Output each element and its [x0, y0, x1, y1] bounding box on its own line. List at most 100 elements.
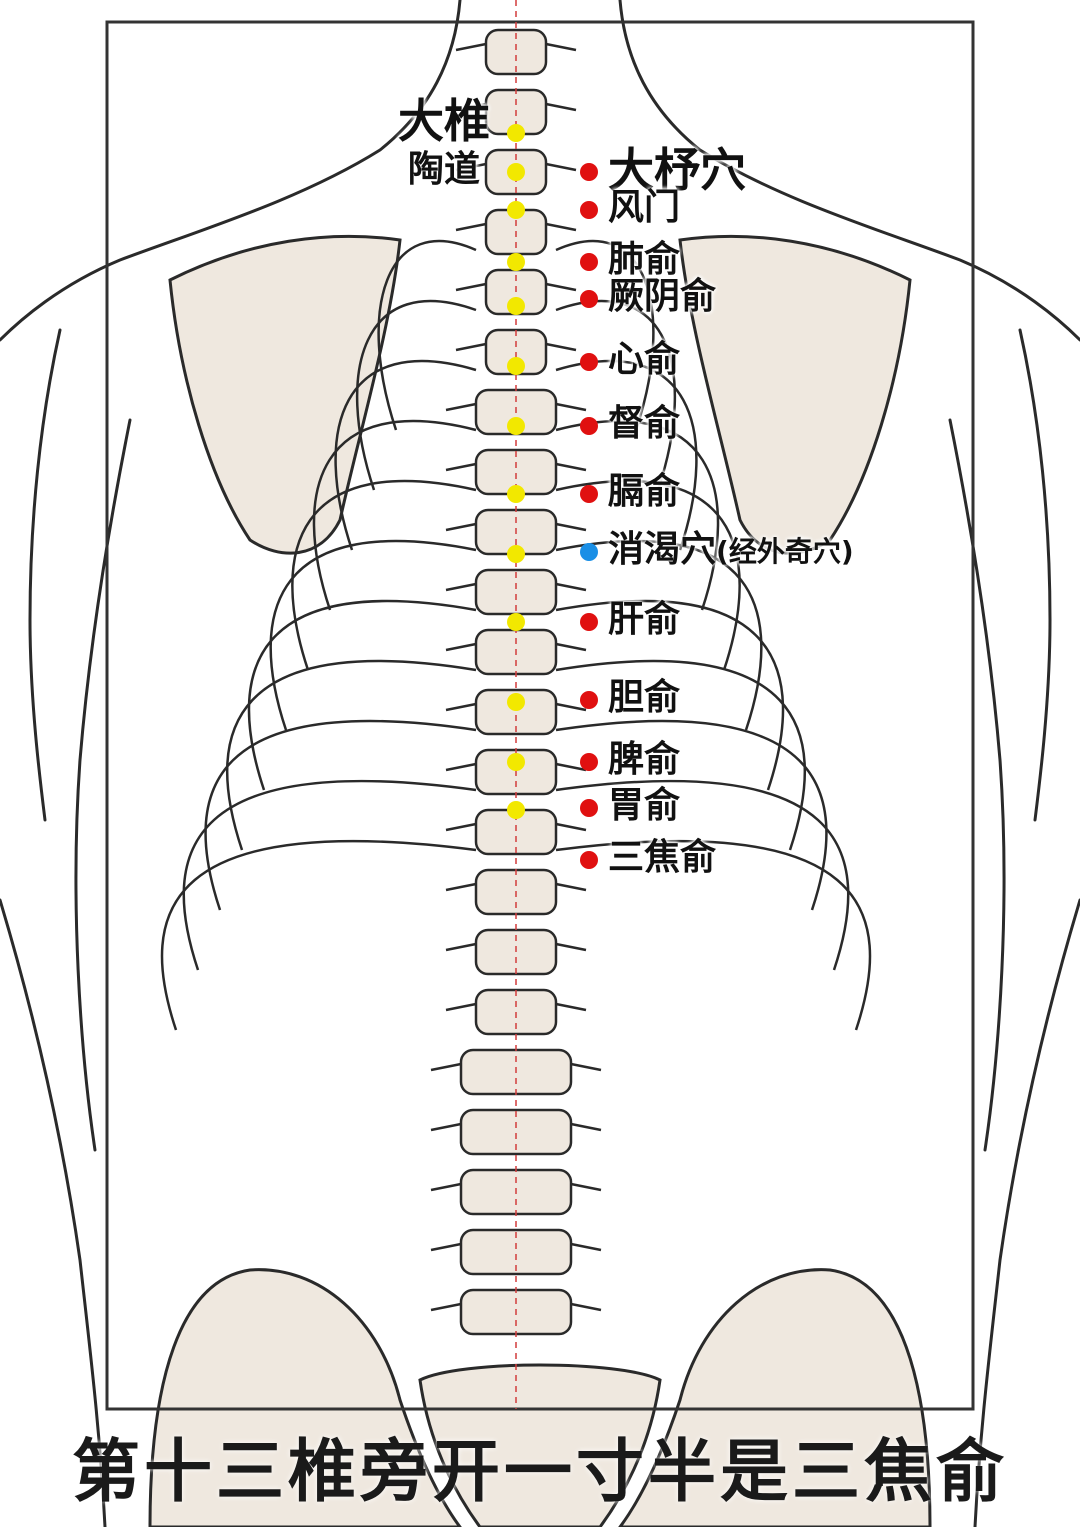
frame-border — [105, 20, 975, 1411]
rib-line — [555, 359, 698, 551]
side-point-label: 厥阴俞 — [608, 279, 716, 315]
bladder-point — [580, 753, 598, 771]
midline-point-label: 陶道 — [408, 149, 481, 190]
transverse-process — [430, 1122, 602, 1132]
midline-points — [507, 124, 525, 819]
scapula-shapes — [168, 234, 912, 555]
rib-line — [555, 659, 806, 851]
transverse-process — [430, 1182, 602, 1192]
bladder-point — [580, 613, 598, 631]
transverse-process — [455, 222, 577, 232]
transverse-process — [445, 522, 587, 532]
rib-line — [312, 419, 477, 611]
rib-line — [269, 539, 477, 731]
vertebra — [459, 1228, 573, 1276]
bladder-point — [580, 417, 598, 435]
side-point-label: 风门 — [608, 190, 680, 226]
rib-line — [555, 779, 850, 971]
transverse-process — [455, 282, 577, 292]
transverse-process — [430, 1302, 602, 1312]
side-point-name: 肺俞 — [608, 239, 681, 280]
bladder-point — [580, 799, 598, 817]
side-point-name: 督俞 — [608, 403, 681, 444]
transverse-process — [445, 822, 587, 832]
side-point-label: 胃俞 — [608, 788, 680, 824]
midline-point — [507, 297, 525, 315]
transverse-process — [445, 942, 587, 952]
rib-line — [182, 779, 477, 971]
side-point-label: 督俞 — [608, 406, 680, 442]
rib-line — [291, 479, 477, 671]
bladder-point — [580, 485, 598, 503]
transverse-process — [455, 342, 577, 352]
pelvis — [148, 1268, 932, 1527]
side-point-label: 三焦俞 — [608, 840, 716, 876]
midline-point-label: 大椎 — [398, 94, 490, 148]
transverse-process — [445, 882, 587, 892]
side-point-name: 脾俞 — [608, 739, 681, 780]
side-point-label: 肺俞 — [608, 242, 680, 278]
transverse-process — [445, 582, 587, 592]
vertebra — [484, 28, 548, 76]
rib-line — [377, 239, 477, 431]
bladder-point — [580, 163, 598, 181]
rib-line — [334, 359, 477, 551]
midline-point — [507, 693, 525, 711]
transverse-process — [445, 402, 587, 412]
midline-point — [507, 357, 525, 375]
midline-point — [507, 253, 525, 271]
side-point-name: 三焦俞 — [608, 837, 717, 878]
rib-line — [555, 419, 720, 611]
rib-line — [204, 719, 477, 911]
side-point-name: 风门 — [608, 187, 681, 228]
side-point-name: 膈俞 — [608, 471, 681, 512]
midline-point — [507, 545, 525, 563]
transverse-process — [445, 762, 587, 772]
bladder-point — [580, 201, 598, 219]
side-point-label: 消渴穴(经外奇穴) — [608, 532, 854, 568]
midline-point — [507, 163, 525, 181]
transverse-process — [430, 1062, 602, 1072]
midline-point — [507, 124, 525, 142]
rib-line — [226, 659, 477, 851]
vertebra — [474, 688, 558, 736]
bladder-point — [580, 691, 598, 709]
side-point-name: 肝俞 — [608, 599, 681, 640]
bladder-point — [580, 851, 598, 869]
midline-point — [507, 485, 525, 503]
midline-point — [507, 613, 525, 631]
bladder-point — [580, 253, 598, 271]
side-point-name: 消渴穴 — [608, 529, 717, 570]
rib-line — [555, 839, 872, 1031]
extra-point — [580, 543, 598, 561]
side-point-label: 胆俞 — [608, 680, 680, 716]
rib-line — [555, 599, 785, 791]
ribcage — [160, 239, 872, 1031]
rib-line — [355, 299, 477, 491]
midline-point — [507, 753, 525, 771]
transverse-process — [430, 1242, 602, 1252]
transverse-process — [455, 162, 577, 172]
vertebra — [459, 1108, 573, 1156]
rib-line — [247, 599, 477, 791]
rib-line — [555, 299, 677, 491]
midline-point — [507, 201, 525, 219]
transverse-process — [455, 42, 577, 52]
side-point-name: 胆俞 — [608, 677, 681, 718]
side-point-label: 肝俞 — [608, 602, 680, 638]
transverse-process — [445, 462, 587, 472]
rib-line — [555, 239, 655, 431]
bladder-point — [580, 290, 598, 308]
caption: 第十三椎旁开一寸半是三焦俞 — [71, 1433, 1008, 1512]
transverse-process — [455, 102, 577, 112]
midline-point — [507, 417, 525, 435]
side-point-label: 脾俞 — [608, 742, 680, 778]
bladder-point — [580, 353, 598, 371]
side-point-name: 厥阴俞 — [608, 276, 717, 317]
side-point-name: 胃俞 — [608, 785, 681, 826]
rib-line — [160, 839, 477, 1031]
side-point-name: 大杼穴 — [608, 143, 746, 197]
